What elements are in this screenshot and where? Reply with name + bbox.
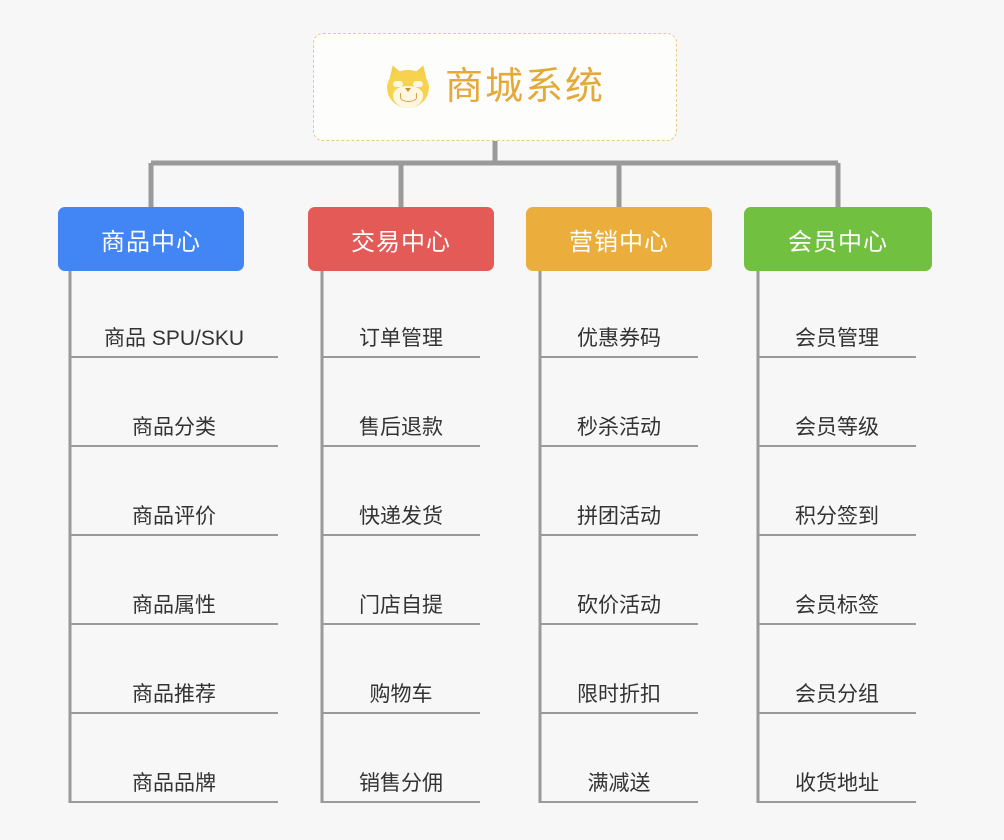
leaf-label: 门店自提 bbox=[359, 594, 443, 617]
leaf-label: 商品分类 bbox=[132, 416, 216, 439]
leaf-label: 会员等级 bbox=[795, 416, 879, 439]
leaf-label: 商品评价 bbox=[132, 505, 216, 528]
leaf-item[interactable]: 订单管理 bbox=[322, 312, 480, 358]
leaf-label: 会员分组 bbox=[795, 683, 879, 706]
shiba-inu-dog-icon bbox=[384, 62, 432, 110]
leaf-item[interactable]: 秒杀活动 bbox=[540, 401, 698, 447]
leaf-item[interactable]: 购物车 bbox=[322, 668, 480, 714]
leaf-item[interactable]: 商品分类 bbox=[70, 401, 278, 447]
leaf-item[interactable]: 会员管理 bbox=[758, 312, 916, 358]
leaf-item[interactable]: 满减送 bbox=[540, 757, 698, 803]
leaf-label: 快递发货 bbox=[359, 505, 443, 528]
category-label: 交易中心 bbox=[351, 228, 451, 256]
leaf-label: 商品 SPU/SKU bbox=[103, 327, 245, 350]
leaf-item[interactable]: 优惠券码 bbox=[540, 312, 698, 358]
leaf-item[interactable]: 收货地址 bbox=[758, 757, 916, 803]
leaf-label: 售后退款 bbox=[359, 416, 443, 439]
leaf-label: 商品推荐 bbox=[132, 683, 216, 706]
leaf-item[interactable]: 商品推荐 bbox=[70, 668, 278, 714]
leaf-label: 积分签到 bbox=[795, 505, 879, 528]
leaf-label: 限时折扣 bbox=[577, 683, 661, 706]
leaf-label: 拼团活动 bbox=[577, 505, 661, 528]
root-node[interactable]: 商城系统 bbox=[313, 33, 677, 141]
leaf-item[interactable]: 商品评价 bbox=[70, 490, 278, 536]
leaf-item[interactable]: 销售分佣 bbox=[322, 757, 480, 803]
category-label: 营销中心 bbox=[569, 228, 669, 256]
leaf-label: 优惠券码 bbox=[577, 327, 661, 350]
leaf-label: 订单管理 bbox=[359, 327, 443, 350]
category-label: 会员中心 bbox=[788, 228, 888, 256]
leaf-item[interactable]: 限时折扣 bbox=[540, 668, 698, 714]
leaf-label: 商品属性 bbox=[132, 594, 216, 617]
leaf-item[interactable]: 售后退款 bbox=[322, 401, 480, 447]
root-title: 商城系统 bbox=[444, 66, 605, 108]
category-product-center[interactable]: 商品中心 bbox=[58, 207, 244, 271]
category-trade-center[interactable]: 交易中心 bbox=[308, 207, 494, 271]
category-member-center[interactable]: 会员中心 bbox=[744, 207, 932, 271]
leaf-item[interactable]: 拼团活动 bbox=[540, 490, 698, 536]
leaf-label: 满减送 bbox=[587, 772, 651, 795]
leaf-item[interactable]: 商品品牌 bbox=[70, 757, 278, 803]
leaf-label: 收货地址 bbox=[795, 772, 879, 795]
leaf-item[interactable]: 积分签到 bbox=[758, 490, 916, 536]
leaf-item[interactable]: 砍价活动 bbox=[540, 579, 698, 625]
leaf-label: 会员标签 bbox=[795, 594, 879, 617]
leaf-label: 秒杀活动 bbox=[577, 416, 661, 439]
leaf-item[interactable]: 会员等级 bbox=[758, 401, 916, 447]
leaf-label: 销售分佣 bbox=[359, 772, 443, 795]
leaf-label: 会员管理 bbox=[795, 327, 879, 350]
leaf-item[interactable]: 商品属性 bbox=[70, 579, 278, 625]
leaf-label: 购物车 bbox=[369, 683, 433, 706]
leaf-label: 商品品牌 bbox=[132, 772, 216, 795]
leaf-label: 砍价活动 bbox=[577, 594, 661, 617]
leaf-item[interactable]: 门店自提 bbox=[322, 579, 480, 625]
category-label: 商品中心 bbox=[101, 228, 201, 256]
leaf-item[interactable]: 会员分组 bbox=[758, 668, 916, 714]
leaf-item[interactable]: 商品 SPU/SKU bbox=[70, 312, 278, 358]
leaf-item[interactable]: 会员标签 bbox=[758, 579, 916, 625]
leaf-item[interactable]: 快递发货 bbox=[322, 490, 480, 536]
category-marketing-center[interactable]: 营销中心 bbox=[526, 207, 712, 271]
